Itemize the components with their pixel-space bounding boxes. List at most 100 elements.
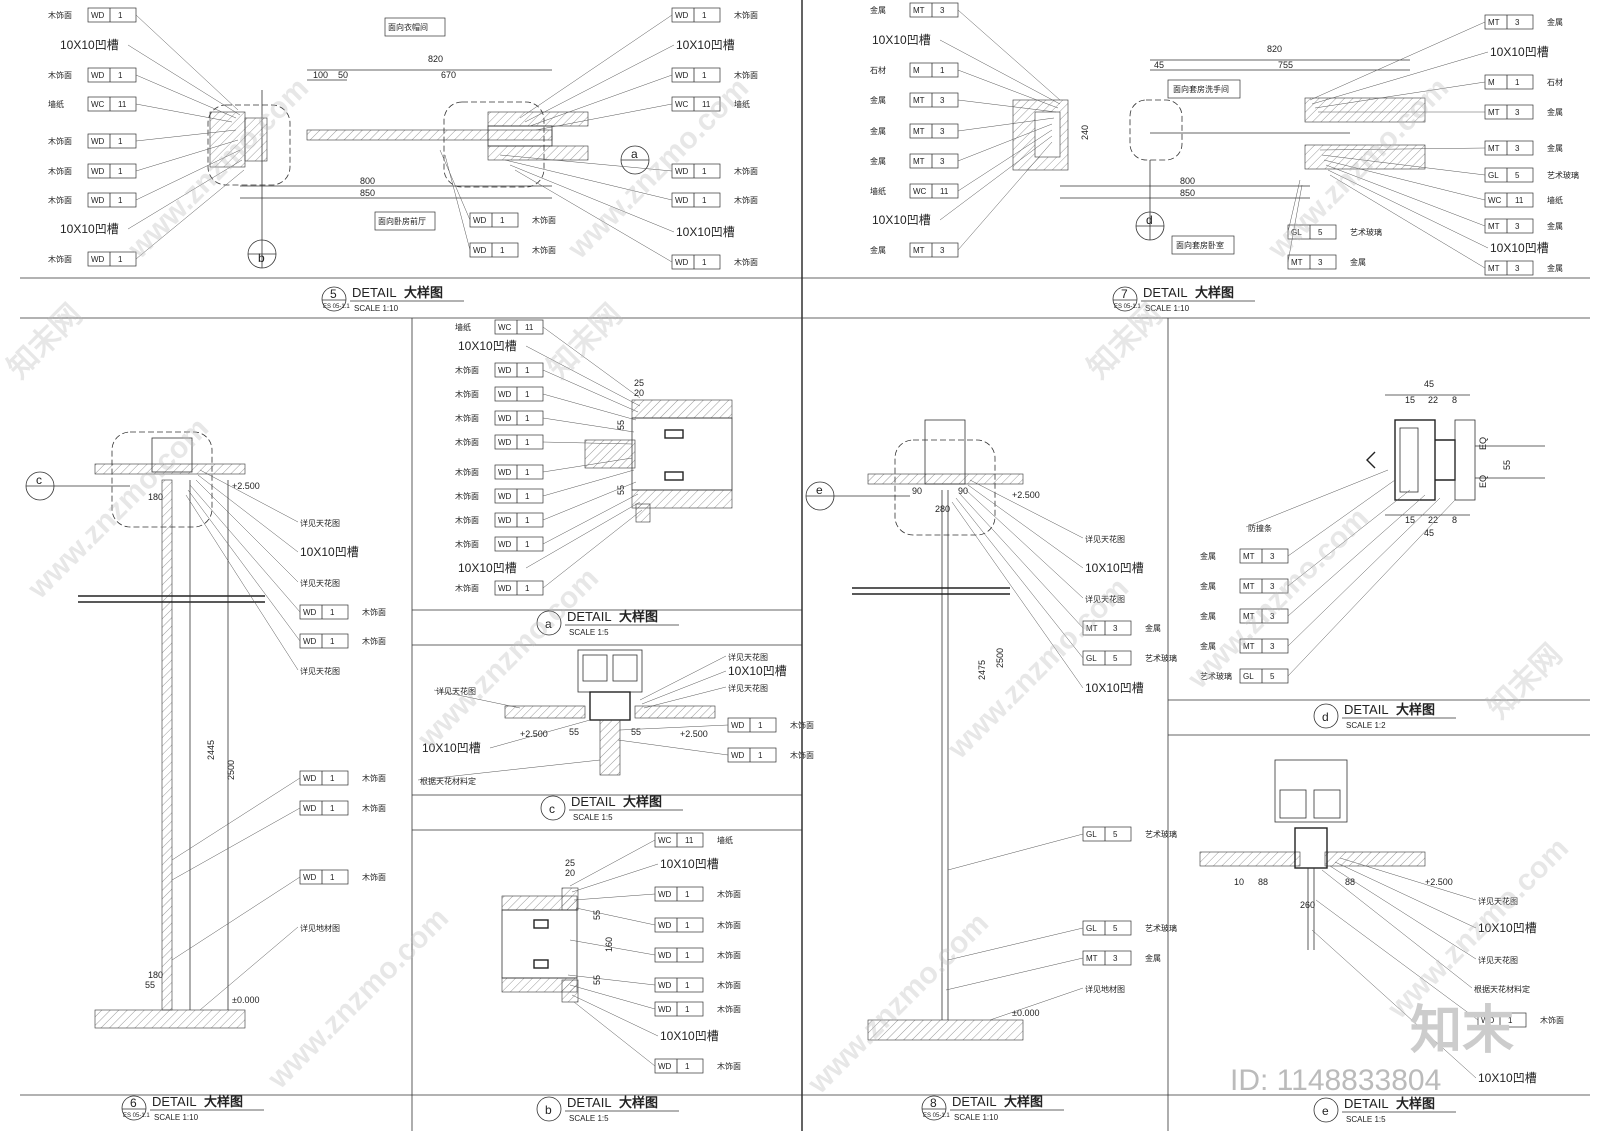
dim-90-8: 90 xyxy=(912,486,922,496)
material-number: 1 xyxy=(330,804,335,813)
leader-line xyxy=(1325,164,1486,227)
leader-line xyxy=(1311,929,1477,1079)
dim-22-d: 22 xyxy=(1428,395,1438,405)
leader-line xyxy=(189,484,301,613)
material-label: 木饰面 xyxy=(790,750,814,760)
leader-line xyxy=(499,154,673,172)
material-label: 木饰面 xyxy=(48,166,72,176)
leader-line xyxy=(197,474,299,553)
detail-word: DETAIL xyxy=(152,1094,197,1109)
material-label: 木饰面 xyxy=(455,515,479,525)
material-code: WC xyxy=(498,323,512,332)
leader-line xyxy=(1287,184,1303,263)
note-groove: 10X10凹槽 xyxy=(1311,45,1549,105)
leader-line xyxy=(542,469,635,497)
material-number: 1 xyxy=(758,751,763,760)
lvl-top-8: +2.500 xyxy=(1012,490,1040,500)
dim-800: 800 xyxy=(360,176,375,186)
note-see-ceiling: 详见天花图 xyxy=(433,686,521,709)
leader-line xyxy=(989,987,1084,1021)
leader-line xyxy=(417,759,601,781)
material-label: 墙纸 xyxy=(455,322,471,332)
detail-scale: SCALE 1:2 xyxy=(1346,721,1386,730)
leader-line xyxy=(519,14,673,119)
detail-word: DETAIL xyxy=(1344,1096,1389,1111)
material-label: 木饰面 xyxy=(48,70,72,80)
leader-line xyxy=(957,9,1061,101)
leader-line xyxy=(947,833,1084,871)
note-groove: 10X10凹槽 xyxy=(571,994,719,1043)
material-number: 1 xyxy=(525,468,530,477)
detail-number: c xyxy=(549,802,555,816)
material-number: 3 xyxy=(1515,18,1520,27)
leader-line xyxy=(569,984,656,1010)
material-label: 木饰面 xyxy=(48,136,72,146)
dim-15-d: 15 xyxy=(1405,395,1415,405)
watermark-brand: 知末网 xyxy=(542,298,629,385)
material-code: WD xyxy=(91,196,105,205)
leader-line xyxy=(525,345,641,407)
detail-word: DETAIL xyxy=(1143,285,1188,300)
material-code: WD xyxy=(473,246,487,255)
note-text: 10X10凹槽 xyxy=(872,213,931,227)
detail-e-dimensions: 10 88 88 260 +2.500 xyxy=(1234,877,1453,910)
watermark-text: www.znzmo.com xyxy=(1181,502,1375,696)
material-label: 金属 xyxy=(1547,143,1563,153)
material-code: WD xyxy=(473,216,487,225)
leader-line xyxy=(542,493,639,545)
lvl-top-c: +2.500 xyxy=(520,729,548,739)
material-label: 金属 xyxy=(870,156,886,166)
material-code: MT xyxy=(913,127,925,136)
material-number: 1 xyxy=(758,721,763,730)
material-code: M xyxy=(1488,78,1495,87)
material-number: 3 xyxy=(1318,258,1323,267)
leader-line xyxy=(185,494,299,671)
detail-b-dimensions: 25 20 55 160 55 xyxy=(565,858,614,985)
note-groove: 10X10凹槽 xyxy=(872,33,1061,105)
material-number: 3 xyxy=(1113,624,1118,633)
material-label: 木饰面 xyxy=(455,539,479,549)
leader-line xyxy=(542,457,633,473)
note-see-ceiling: 详见天花图 xyxy=(199,469,340,528)
detail-a-drawing xyxy=(584,399,733,523)
dim-25-a: 25 xyxy=(634,378,644,388)
material-code: WD xyxy=(498,438,512,447)
material-code: WD xyxy=(498,540,512,549)
leader-line xyxy=(1287,489,1411,587)
material-label: 木饰面 xyxy=(455,467,479,477)
material-code: MT xyxy=(913,157,925,166)
material-number: 3 xyxy=(1270,642,1275,651)
leader-line xyxy=(199,469,299,523)
leader-line xyxy=(542,509,643,589)
leader-line xyxy=(957,117,1055,132)
note-see-floor: 详见地材图 xyxy=(199,923,340,1011)
material-code: GL xyxy=(1488,171,1499,180)
sheet-reference: ES 05-1.1 xyxy=(923,1113,950,1119)
leader-line xyxy=(575,907,656,926)
leader-line xyxy=(1287,494,1426,617)
note-text: 10X10凹槽 xyxy=(1490,241,1549,255)
dim-820-7: 820 xyxy=(1267,44,1282,54)
leader-line xyxy=(135,149,241,201)
leader-line xyxy=(524,44,675,123)
leader-line xyxy=(1327,169,1489,249)
detail-number: b xyxy=(545,1103,552,1117)
watermark-text: www.znzmo.com xyxy=(801,907,995,1101)
detail-e-drawing xyxy=(1199,759,1426,950)
note-ceiling-material: 根据天花材料定 xyxy=(417,759,601,786)
leader-line xyxy=(504,159,673,201)
